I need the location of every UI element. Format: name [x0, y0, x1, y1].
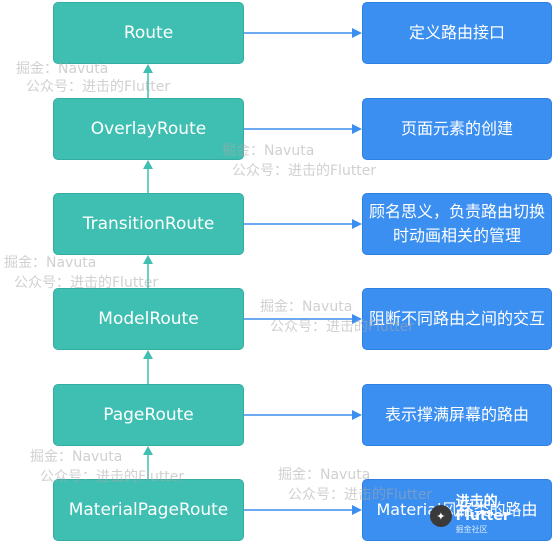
desc-overlay-route-text: 页面元素的创建: [400, 119, 513, 138]
description-arrowhead: [352, 314, 362, 324]
node-material-page-route-label: MaterialPageRoute: [68, 500, 229, 520]
inheritance-arrowhead: [143, 160, 153, 169]
desc-material-page-route: Material风格类的路由: [362, 479, 552, 541]
node-model-route-label: ModelRoute: [98, 309, 199, 329]
desc-transition-route-text: 顾名思义，负责路由切换时动画相关的管理: [369, 202, 546, 245]
node-route: Route: [53, 2, 244, 64]
desc-model-route-text: 阻断不同路由之间的交互: [369, 309, 546, 328]
description-arrowhead: [352, 410, 362, 420]
node-page-route: PageRoute: [53, 384, 244, 446]
node-route-label: Route: [123, 23, 174, 43]
description-arrowhead: [352, 505, 362, 515]
description-arrowhead: [352, 28, 362, 38]
desc-transition-route: 顾名思义，负责路由切换时动画相关的管理: [362, 193, 552, 255]
inheritance-arrowhead: [143, 255, 153, 264]
desc-material-page-route-text: Material风格类的路由: [376, 500, 538, 519]
node-page-route-label: PageRoute: [103, 405, 194, 425]
node-model-route: ModelRoute: [53, 288, 244, 350]
node-transition-route: TransitionRoute: [53, 193, 244, 255]
description-arrowhead: [352, 219, 362, 229]
inheritance-arrowhead: [143, 64, 153, 73]
node-material-page-route: MaterialPageRoute: [53, 479, 244, 541]
desc-page-route: 表示撑满屏幕的路由: [362, 384, 552, 446]
desc-overlay-route: 页面元素的创建: [362, 98, 552, 160]
node-overlay-route-label: OverlayRoute: [90, 119, 207, 139]
desc-model-route: 阻断不同路由之间的交互: [362, 288, 552, 350]
inheritance-arrowhead: [143, 350, 153, 359]
inheritance-arrowhead: [143, 446, 153, 455]
description-arrowhead: [352, 124, 362, 134]
node-transition-route-label: TransitionRoute: [82, 214, 215, 234]
node-overlay-route: OverlayRoute: [53, 98, 244, 160]
desc-page-route-text: 表示撑满屏幕的路由: [384, 405, 529, 424]
desc-route: 定义路由接口: [362, 2, 552, 64]
desc-route-text: 定义路由接口: [408, 23, 505, 42]
